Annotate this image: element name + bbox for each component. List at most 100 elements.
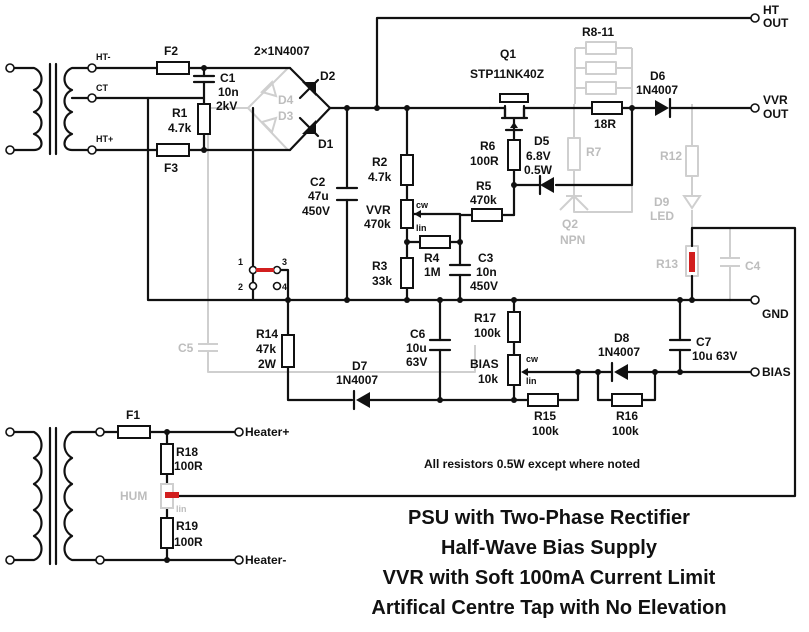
r5-ref: R5	[476, 179, 492, 193]
hum-ref: HUM	[120, 489, 147, 503]
q1-val: STP11NK40Z	[470, 67, 544, 81]
heater-transformer	[5, 426, 105, 566]
vvr-out-terminal	[750, 103, 760, 113]
d8-diode	[614, 364, 628, 380]
r16-val: 100k	[612, 424, 639, 438]
c1-ref: C1	[220, 71, 236, 85]
c6-capacitor	[428, 338, 452, 352]
r4-resistor	[419, 235, 451, 249]
d4-diode-grey	[260, 80, 278, 98]
heater-minus-terminal	[234, 555, 244, 565]
f3-ref: F3	[164, 161, 178, 175]
c3-val2: 450V	[470, 279, 498, 293]
f2-fuse	[156, 61, 190, 75]
f3-fuse	[156, 143, 190, 157]
r18-ref: R18	[176, 445, 198, 459]
r18-resistor	[160, 443, 174, 475]
r8-11-ref: R8-11	[582, 25, 614, 39]
bias-ref: BIAS	[470, 357, 499, 371]
vvr-lin: lin	[416, 223, 427, 233]
d5-val2: 0.5W	[524, 163, 553, 177]
ht-out-label-1: HT	[763, 3, 780, 17]
r15-resistor	[527, 393, 559, 407]
r3-ref: R3	[372, 259, 388, 273]
components	[117, 61, 695, 549]
r18r-val: 18R	[594, 117, 616, 131]
r16-ref: R16	[616, 409, 638, 423]
r17-resistor	[507, 311, 521, 343]
d4-ref: D4	[278, 93, 294, 107]
d7-ref: D7	[352, 359, 368, 373]
r15-ref: R15	[534, 409, 556, 423]
r14-val: 47k	[256, 342, 276, 356]
d8-val: 1N4007	[598, 345, 640, 359]
d6-diode	[655, 100, 669, 116]
terminals	[234, 13, 760, 565]
switch-pin-1: 1	[238, 257, 243, 267]
d9-val: LED	[650, 209, 674, 223]
c1-capacitor	[192, 74, 216, 84]
wiring	[91, 16, 797, 562]
r14-ref: R14	[256, 327, 278, 341]
r14-resistor	[281, 334, 295, 368]
c3-ref: C3	[478, 251, 494, 265]
r13-marker	[689, 252, 695, 272]
r3-val: 33k	[372, 274, 392, 288]
q2-val: NPN	[560, 233, 585, 247]
c7-capacitor	[668, 338, 692, 352]
c4-ref: C4	[745, 259, 761, 273]
gnd-label: GND	[762, 307, 789, 321]
r6-resistor	[507, 139, 521, 171]
labels: HT OUT VVR OUT GND BIAS Heater+ Heater- …	[96, 3, 791, 619]
r14-val2: 2W	[258, 357, 277, 371]
c6-val2: 63V	[406, 355, 427, 369]
d1-ref: D1	[318, 137, 334, 151]
title-line-3: VVR with Soft 100mA Current Limit	[383, 567, 716, 589]
d6-val: 1N4007	[636, 83, 678, 97]
vvr-val: 470k	[364, 217, 391, 231]
link-switch	[248, 265, 282, 291]
vvr-potentiometer	[400, 199, 414, 229]
r15-val: 100k	[532, 424, 559, 438]
r1-resistor	[197, 103, 211, 135]
c3-val: 10n	[476, 265, 497, 279]
r-18r-resistor	[591, 101, 623, 115]
c1-val: 10n	[218, 85, 239, 99]
c7-ref: C7	[696, 335, 712, 349]
r17-ref: R17	[474, 311, 496, 325]
r4-val: 1M	[424, 265, 441, 279]
d3-ref: D3	[278, 109, 294, 123]
d5-zener	[540, 177, 554, 193]
ht-out-terminal	[750, 13, 760, 23]
r2-resistor	[400, 154, 414, 186]
c2-val: 47u	[308, 189, 329, 203]
r5-resistor	[471, 208, 503, 222]
title-line-4: Artifical Centre Tap with No Elevation	[371, 597, 726, 619]
vvr-ref: VVR	[366, 203, 391, 217]
r2-ref: R2	[372, 155, 388, 169]
bias-out-label: BIAS	[762, 365, 791, 379]
r1-val: 4.7k	[168, 121, 192, 135]
c2-val2: 450V	[302, 204, 330, 218]
d5-ref: D5	[534, 134, 550, 148]
c6-val: 10u	[406, 341, 427, 355]
gnd-terminal	[750, 295, 760, 305]
c3-capacitor	[448, 263, 472, 277]
vvr-out-label-2: OUT	[763, 107, 789, 121]
junction-dots	[164, 65, 695, 563]
bias-val: 10k	[478, 372, 498, 386]
r6-ref: R6	[480, 139, 496, 153]
bias-terminal	[750, 367, 760, 377]
r2-val: 4.7k	[368, 170, 392, 184]
bias-cw: cw	[526, 354, 539, 364]
hum-lin: lin	[176, 504, 187, 514]
r18-val: 100R	[174, 459, 203, 473]
r19-ref: R19	[176, 519, 198, 533]
optional-parts-grey	[198, 41, 740, 373]
ct-label: CT	[96, 83, 108, 93]
r19-val: 100R	[174, 535, 203, 549]
f2-ref: F2	[164, 44, 178, 58]
r7-ref: R7	[586, 145, 602, 159]
r6-val: 100R	[470, 154, 499, 168]
